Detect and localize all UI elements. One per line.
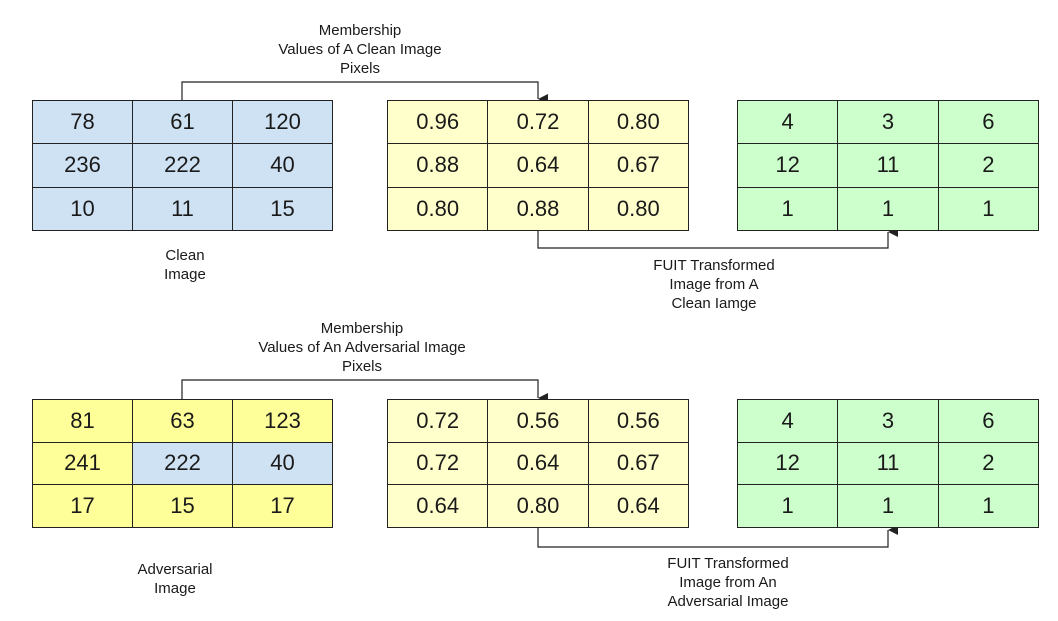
membership-cell: 0.96 (388, 101, 489, 145)
transformed-cell: 6 (938, 400, 1039, 443)
membership-cell: 0.88 (488, 187, 589, 231)
source-cell: 78 (33, 101, 133, 145)
transformed-cell: 1 (938, 485, 1039, 528)
transformed-cell: 3 (838, 101, 939, 145)
membership-cell: 0.80 (588, 187, 689, 231)
clean-image-label: Clean Image (164, 247, 206, 283)
membership-cell: 0.64 (588, 485, 689, 528)
transformed-cell: 1 (738, 485, 839, 528)
adversarial-image-label: Adversarial Image (137, 561, 213, 597)
transformed-cell: 3 (838, 400, 939, 443)
source-cell: 81 (33, 400, 133, 443)
membership-cell: 0.67 (588, 442, 689, 486)
adversarial-transformed-label: FUIT Transformed Image from An Adversari… (667, 555, 789, 610)
membership-cell: 0.56 (488, 400, 589, 443)
membership-cell: 0.88 (388, 144, 489, 188)
arrow-membership-to-transformed-clean (537, 227, 898, 249)
source-cell: 222 (133, 442, 233, 486)
source-cell: 10 (33, 187, 133, 231)
transformed-cell: 1 (838, 187, 939, 231)
membership-cell: 0.72 (388, 400, 489, 443)
source-cell: 123 (233, 400, 333, 443)
membership-cell: 0.72 (388, 442, 489, 486)
transformed-cell: 12 (738, 442, 839, 486)
source-cell: 15 (233, 187, 333, 231)
membership-cell: 0.80 (388, 187, 489, 231)
membership-cell: 0.64 (488, 442, 589, 486)
membership-cell: 0.72 (488, 101, 589, 145)
transformed-cell: 4 (738, 400, 839, 443)
source-cell: 11 (133, 187, 233, 231)
membership-cell: 0.64 (488, 144, 589, 188)
membership-cell: 0.67 (588, 144, 689, 188)
arrow-clean-to-membership (181, 81, 548, 104)
clean-membership-label: Membership Values of A Clean Image Pixel… (278, 22, 442, 77)
source-cell: 61 (133, 101, 233, 145)
transformed-cell: 1 (938, 187, 1039, 231)
adversarial-membership-label: Membership Values of An Adversarial Imag… (258, 320, 466, 375)
membership-cell: 0.80 (488, 485, 589, 528)
transformed-cell: 4 (738, 101, 839, 145)
transformed-cell: 1 (738, 187, 839, 231)
transformed-cell: 1 (838, 485, 939, 528)
transformed-cell: 12 (738, 144, 839, 188)
source-cell: 236 (33, 144, 133, 188)
membership-cell: 0.56 (588, 400, 689, 443)
source-cell: 17 (33, 485, 133, 528)
clean-transformed-label: FUIT Transformed Image from A Clean Iamg… (653, 257, 775, 312)
source-cell: 63 (133, 400, 233, 443)
source-cell: 17 (233, 485, 333, 528)
source-cell: 40 (233, 144, 333, 188)
transformed-cell: 2 (938, 144, 1039, 188)
source-cell: 40 (233, 442, 333, 486)
arrow-adversarial-to-membership (181, 379, 548, 403)
arrow-membership-to-transformed-adversarial (537, 525, 898, 548)
source-cell: 120 (233, 101, 333, 145)
membership-cell: 0.80 (588, 101, 689, 145)
source-cell: 222 (133, 144, 233, 188)
transformed-cell: 6 (938, 101, 1039, 145)
membership-cell: 0.64 (388, 485, 489, 528)
source-cell: 15 (133, 485, 233, 528)
transformed-cell: 2 (938, 442, 1039, 486)
transformed-cell: 11 (838, 442, 939, 486)
source-cell: 241 (33, 442, 133, 486)
transformed-cell: 11 (838, 144, 939, 188)
